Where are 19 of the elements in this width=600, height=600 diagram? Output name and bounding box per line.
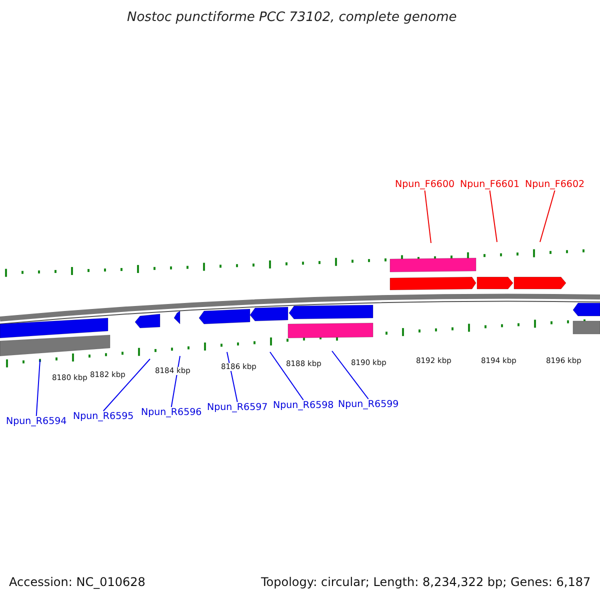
- gene-label: Npun_R6598: [273, 401, 334, 410]
- gene-label: Npun_F6602: [525, 180, 585, 190]
- gene-label: Npun_R6594: [6, 417, 67, 426]
- genome-summary-text: Topology: circular; Length: 8,234,322 bp; Genes: 6,187: [261, 576, 591, 588]
- gene-label: Npun_R6597: [207, 403, 268, 412]
- gene-label: Npun_R6595: [73, 412, 134, 422]
- leader-line: [489, 190, 498, 242]
- accession-text: Accession: NC_010628: [9, 576, 146, 588]
- diagram-title: Nostoc punctiforme PCC 73102, complete genome: [127, 11, 457, 24]
- leader-line: [540, 190, 556, 242]
- gene-label: Npun_R6596: [141, 408, 202, 418]
- leader-line: [36, 360, 40, 416]
- gene-label: Npun_F6601: [460, 180, 520, 190]
- leader-line: [102, 358, 150, 412]
- gene-label: Npun_F6600: [395, 180, 455, 190]
- gene-label: Npun_R6599: [338, 400, 399, 410]
- leader-line: [424, 190, 432, 244]
- leader-line: [270, 352, 304, 400]
- leader-line: [332, 350, 369, 400]
